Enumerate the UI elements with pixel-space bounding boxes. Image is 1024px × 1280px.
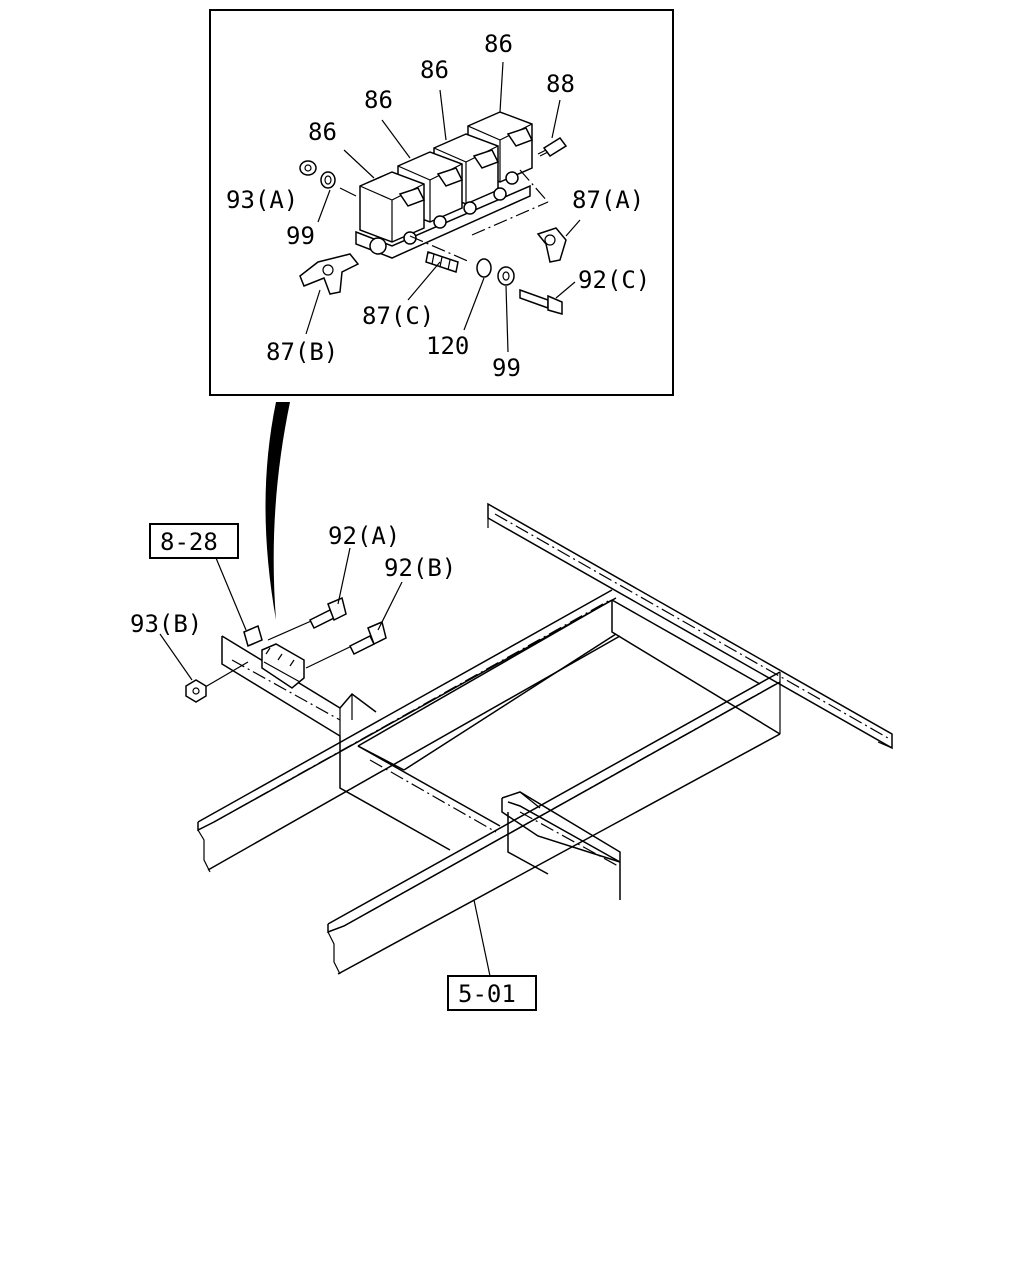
label-86-second: 86 [364,86,393,114]
main-bolts [185,596,387,703]
label-99-top: 99 [286,222,315,250]
ref-label-8-28: 8-28 [160,528,218,556]
label-87b: 87(B) [266,338,338,366]
label-93a: 93(A) [226,186,298,214]
ref-box-8-28 [149,523,239,559]
label-92a: 92(A) [328,522,400,550]
valve-assembly [355,111,549,263]
label-88: 88 [546,70,575,98]
label-93b: 93(B) [130,610,202,638]
inset-callout-pointer [265,402,290,620]
label-92c: 92(C) [578,266,650,294]
label-86-third: 86 [420,56,449,84]
detail-inset-frame [209,9,674,396]
label-120: 120 [426,332,469,360]
ref-label-5-01: 5-01 [458,980,516,1008]
main-leaders [159,547,403,681]
label-92b: 92(B) [384,554,456,582]
ref-box-5-01 [447,975,537,1011]
inset-leaders [305,61,581,353]
label-87a: 87(A) [572,186,644,214]
label-87c: 87(C) [362,302,434,330]
label-86-front: 86 [308,118,337,146]
valve-block-on-frame [199,617,357,691]
label-99-bottom: 99 [492,354,521,382]
inset-small-parts [299,136,568,315]
label-86-rear: 86 [484,30,513,58]
chassis-frame [197,502,893,977]
